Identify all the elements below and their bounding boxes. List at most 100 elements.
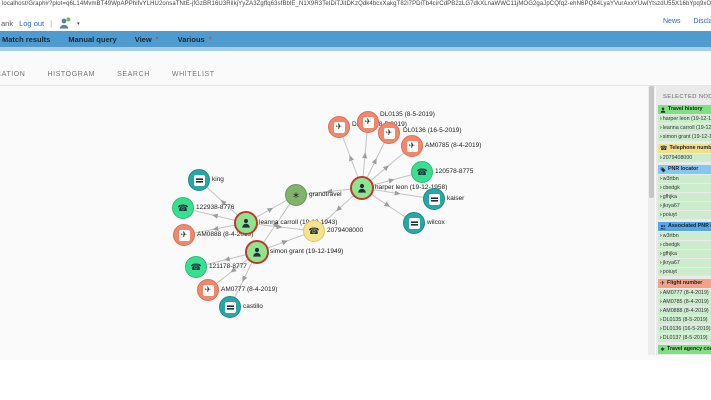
chevron-right-icon: › bbox=[660, 299, 662, 305]
menu-item-label: View bbox=[134, 34, 152, 44]
sidebar-item-label: gfhjka bbox=[662, 251, 677, 257]
sidebar-item[interactable]: ›AM0888 (8-4-2019) bbox=[658, 307, 711, 315]
sidebar-item-label: w3rtbn bbox=[662, 176, 679, 182]
menu-item-manual-query[interactable]: Manual query bbox=[59, 35, 125, 44]
telephone-icon: ☎ bbox=[416, 166, 428, 177]
top-header: ank Log out | ▾ News Disclaimer bbox=[0, 14, 711, 31]
sidebar-item[interactable]: ›AM0785 (8-4-2019) bbox=[658, 298, 711, 306]
tab-classification[interactable]: CLASSIFICATION bbox=[0, 71, 26, 78]
graph-node-am0777[interactable]: ✈ bbox=[197, 279, 219, 301]
graph-node-label: AM0785 (8-4-2019) bbox=[425, 142, 482, 149]
sidebar-section-header[interactable]: Travel history bbox=[658, 105, 711, 114]
graph-node-dl0135[interactable]: ✈ bbox=[357, 111, 379, 133]
graph-node-p120578[interactable]: ☎ bbox=[411, 161, 433, 183]
graph-node-dl0136[interactable]: ✈ bbox=[378, 122, 400, 144]
sidebar-item[interactable]: ›2079408000 bbox=[658, 154, 711, 162]
sidebar-item-label: leanna carroll (19-12-1943) bbox=[662, 125, 711, 131]
person-icon bbox=[660, 107, 666, 113]
sidebar-section-header[interactable]: Associated PNR locator bbox=[658, 222, 711, 231]
graph-node-label: DL0135 (8-5-2019) bbox=[380, 111, 435, 118]
graph-node-leanna[interactable] bbox=[234, 211, 258, 235]
sidebar-section-pnr-locator: PNR locator›w3rtbn›cbedgk›gfhjka›jkrya67… bbox=[658, 165, 711, 219]
graph-node-king[interactable] bbox=[188, 169, 210, 191]
graph-node-castillo[interactable] bbox=[219, 296, 241, 318]
sidebar-item[interactable]: ›AM0777 (8-4-2019) bbox=[658, 289, 711, 297]
sidebar-section-header[interactable]: PNR locator bbox=[658, 165, 711, 174]
sidebar-section-title: Associated PNR locator bbox=[668, 223, 711, 229]
url-bar: localhost/Graph#?plot=q6L14MvmBT49WpAPPh… bbox=[2, 1, 711, 7]
sidebar-item[interactable]: ›cbedgk bbox=[658, 241, 711, 249]
sidebar-section-title: Telephone number bbox=[669, 145, 711, 151]
sidebar-item[interactable]: ›poiuyt bbox=[658, 211, 711, 219]
sidebar-item-label: harper leon (19-12-1958) bbox=[662, 116, 711, 122]
sidebar-item[interactable]: ›simon grant (19-12-1949) bbox=[658, 133, 711, 141]
chevron-right-icon: › bbox=[660, 212, 662, 218]
sidebar-section-header[interactable]: ∗Travel agency code bbox=[658, 345, 711, 354]
menu-item-match-results[interactable]: Match results bbox=[0, 35, 59, 44]
telephone-icon: ☎ bbox=[660, 145, 668, 152]
sidebar-item-label: cbedgk bbox=[662, 242, 680, 248]
sidebar-item-label: DL0136 (16-5-2019) bbox=[662, 326, 711, 332]
disclaimer-link[interactable]: Disclaimer bbox=[693, 18, 711, 25]
menu-item-various[interactable]: Various▼ bbox=[169, 35, 222, 44]
graph-node-wilcox[interactable] bbox=[403, 212, 425, 234]
sidebar-item[interactable]: ›DL0136 (16-5-2019) bbox=[658, 325, 711, 333]
sidebar-item[interactable]: ›poiuyt bbox=[658, 268, 711, 276]
sidebar-item-label: w3rtbn bbox=[662, 233, 679, 239]
person-icon bbox=[252, 247, 262, 257]
chevron-right-icon: › bbox=[660, 242, 662, 248]
chevron-right-icon: › bbox=[660, 290, 662, 296]
chevron-right-icon: › bbox=[660, 116, 662, 122]
username-label: ank bbox=[1, 19, 14, 28]
sidebar-section-header[interactable]: ☎Telephone number bbox=[658, 144, 711, 153]
graph-node-kaiser[interactable] bbox=[423, 188, 445, 210]
content-area: CLASSIFICATION HISTOGRAM SEARCH WHITELIST k… bbox=[0, 51, 711, 360]
sidebar-item[interactable]: ›DL0135 (8-5-2019) bbox=[658, 316, 711, 324]
sidebar-item[interactable]: ›jkrya67 bbox=[658, 202, 711, 210]
chevron-right-icon: › bbox=[660, 317, 662, 323]
tab-histogram[interactable]: HISTOGRAM bbox=[47, 71, 96, 78]
menu-item-label: Various bbox=[177, 34, 205, 44]
asterisk-icon: ∗ bbox=[660, 346, 666, 353]
sidebar-item[interactable]: ›harper leon (19-12-1958) bbox=[658, 115, 711, 123]
person-icon bbox=[241, 218, 251, 228]
graph-node-p122938[interactable]: ☎ bbox=[172, 197, 194, 219]
menu-item-view[interactable]: View▼ bbox=[126, 35, 169, 44]
sidebar-scrollbar[interactable] bbox=[648, 86, 655, 355]
tab-whitelist[interactable]: WHITELIST bbox=[171, 71, 215, 78]
sidebar-item[interactable]: ›DL0137 (8-5-2019) bbox=[658, 334, 711, 342]
sidebar-item-label: simon grant (19-12-1949) bbox=[662, 134, 711, 140]
tab-search[interactable]: SEARCH bbox=[117, 71, 150, 78]
sidebar-item[interactable]: ›w3rtbn bbox=[658, 232, 711, 240]
header-links: News Disclaimer bbox=[663, 18, 711, 25]
graph-node-am0888[interactable]: ✈ bbox=[173, 224, 195, 246]
graph-node-grandtravel[interactable]: ∗ bbox=[285, 184, 307, 206]
logout-link[interactable]: Log out bbox=[19, 19, 45, 28]
sidebar-section-header[interactable]: ✈Flight number bbox=[658, 279, 711, 288]
user-avatar-icon[interactable] bbox=[58, 17, 71, 30]
graph-canvas[interactable]: king☎122938-8776✈AM0888 (8-4-2019)leanna… bbox=[0, 86, 648, 360]
graph-node-tel[interactable]: ☎ bbox=[303, 220, 325, 242]
graph-node-label: leanna carroll (19-12-1943) bbox=[259, 219, 338, 226]
sidebar-item[interactable]: ›gfhjka bbox=[658, 193, 711, 201]
sidebar-item[interactable]: ›cbedgk bbox=[658, 184, 711, 192]
sidebar-item[interactable]: ›gfhjka bbox=[658, 250, 711, 258]
bed-icon bbox=[193, 174, 205, 186]
news-link[interactable]: News bbox=[663, 18, 681, 25]
people-icon bbox=[660, 224, 666, 230]
graph-node-harper[interactable] bbox=[350, 176, 374, 200]
sidebar-item[interactable]: ›w3rtbn bbox=[658, 175, 711, 183]
graph-node-label: AM0777 (8-4-2019) bbox=[221, 286, 278, 293]
selected-nodes-panel: SELECTED NODES ( Travel history›harper l… bbox=[656, 86, 711, 355]
sidebar-item[interactable]: ›leanna carroll (19-12-1943) bbox=[658, 124, 711, 132]
sidebar-item[interactable]: ›jkrya67 bbox=[658, 259, 711, 267]
graph-node-am0785[interactable]: ✈ bbox=[401, 135, 423, 157]
sidebar-item-label: AM0888 (8-4-2019) bbox=[662, 308, 709, 314]
avatar-dropdown-caret[interactable]: ▾ bbox=[77, 20, 80, 27]
graph-node-label: DL0136 (16-5-2019) bbox=[403, 127, 462, 134]
graph-node-p121178[interactable]: ☎ bbox=[185, 256, 207, 278]
graph-node-simon[interactable] bbox=[245, 240, 269, 264]
chevron-right-icon: › bbox=[660, 269, 662, 275]
graph-node-dl0137[interactable]: ✈ bbox=[328, 116, 350, 138]
